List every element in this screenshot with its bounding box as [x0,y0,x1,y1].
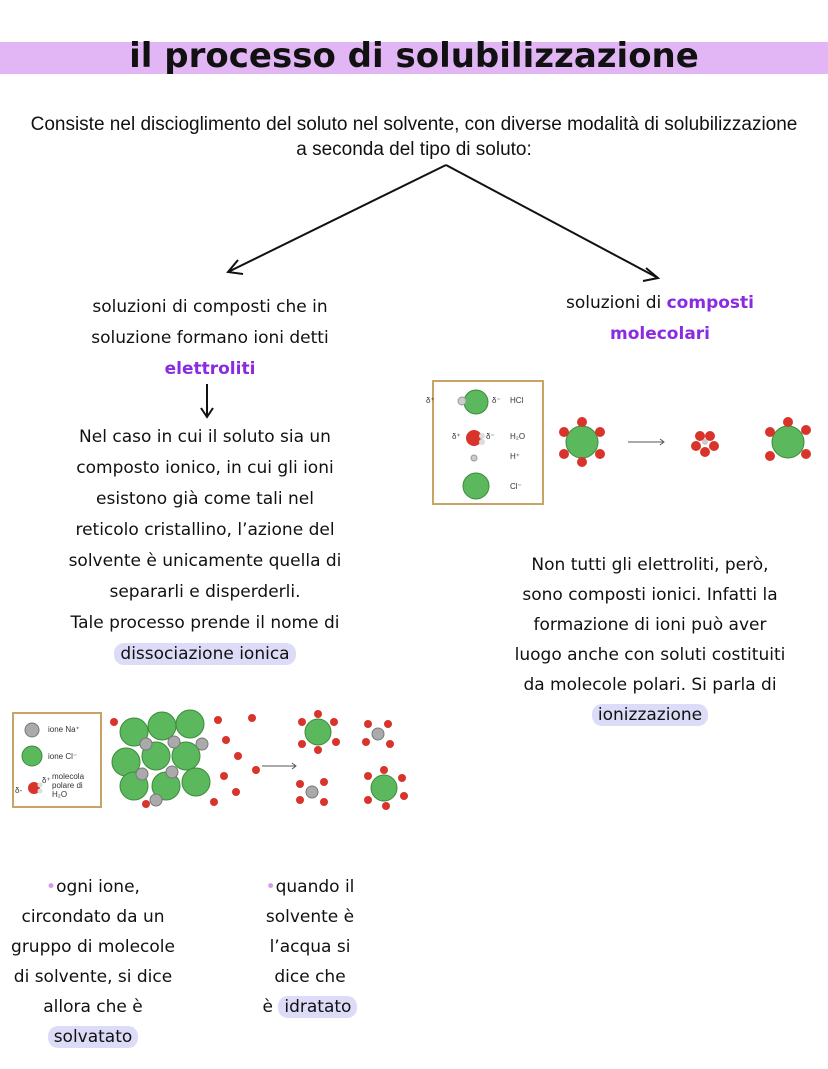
ionization-legend-box: δ⁺ δ⁻ HCl δ⁺ δ⁻ H₂O H⁺ Cl⁻ [426,380,544,505]
legend-dplus-2: δ⁺ [452,432,461,441]
legend-water-line2: polare di [52,781,83,790]
note1-line: gruppo di molecole [11,937,175,957]
left-branch-heading: soluzioni di composti che in soluzione f… [40,292,380,385]
left-paragraph-line: Tale processo prende il nome di [70,613,340,633]
legend-cl: ione Cl⁻ [48,752,78,761]
dissociation-legend-box: ione Na⁺ ione Cl⁻ molecola polare di H₂O… [12,712,102,808]
left-paragraph-line: Nel caso in cui il soluto sia un [79,427,331,447]
idratato-term: idratato [278,996,358,1018]
right-paragraph-line: formazione di ioni può aver [533,615,767,635]
note2-line: quando il [275,877,355,897]
ionization-legend-graphic [457,389,490,500]
legend-water-line3: H₂O [52,790,68,799]
legend-hcl: HCl [510,396,524,405]
dissociazione-term: dissociazione ionica [114,643,296,665]
left-branch-line2: soluzione formano ioni detti [91,328,329,348]
legend-delta-minus: δ- [15,786,23,795]
dissociation-legend-graphic [21,722,43,794]
left-paragraph-line: esistono già come tali nel [96,489,314,509]
legend-cl-minus: Cl⁻ [510,482,522,491]
legend-h-plus: H⁺ [510,452,520,461]
left-paragraph: Nel caso in cui il soluto sia un compost… [30,422,380,670]
note2-line: solvente è [265,907,355,927]
intro-text: Consiste nel discioglimento del soluto n… [30,114,798,160]
note-solvatato: •ogni ione, circondato da un gruppo di m… [0,872,186,1052]
page-title: il processo di solubilizzazione [129,36,699,76]
legend-h2o: H₂O [510,432,526,441]
right-paragraph-line: Non tutti gli elettroliti, però, [531,555,769,575]
right-paragraph: Non tutti gli elettroliti, però, sono co… [490,550,810,730]
legend-delta-plus: δ⁺ [42,776,51,785]
legend-na: ione Na⁺ [48,725,80,734]
legend-dminus-1: δ⁻ [492,396,501,405]
left-paragraph-line: solvente è unicamente quella di [68,551,342,571]
right-paragraph-line: luogo anche con soluti costituiti [514,645,786,665]
note1-line: ogni ione, [56,877,140,897]
left-paragraph-line: separarli e disperderli. [109,582,301,602]
left-paragraph-line: composto ionico, in cui gli ioni [76,458,334,478]
bullet-icon: • [265,877,276,897]
branch-arrows [200,164,661,419]
note1-line: di solvente, si dice [13,967,173,987]
title-band [0,42,828,74]
ionizzazione-term: ionizzazione [591,704,709,726]
left-branch-highlight: elettroliti [164,359,256,379]
bullet-icon: • [46,877,57,897]
legend-water-line1: molecola [52,772,85,781]
note1-line: allora che è [43,997,143,1017]
right-branch-highlight2: molecolari [609,324,711,344]
right-branch-highlight1: composti [666,293,754,313]
note2-prefix: è [262,997,273,1017]
right-branch-heading: soluzioni di composti molecolari [520,288,800,350]
right-paragraph-line: da molecole polari. Si parla di [523,675,777,695]
note2-line: l’acqua si [269,937,351,957]
left-paragraph-line: reticolo cristallino, l’azione del [75,520,335,540]
legend-dplus-1: δ⁺ [426,396,435,405]
ionization-illustration [559,417,811,467]
dissociation-illustration [110,709,408,810]
solvatato-term: solvatato [47,1026,139,1048]
legend-dminus-2: δ⁻ [486,432,495,441]
legend-water: molecola polare di H₂O [52,772,84,799]
left-branch-line1: soluzioni di composti che in [92,297,328,317]
right-paragraph-line: sono composti ionici. Infatti la [522,585,778,605]
note2-line: dice che [274,967,346,987]
note-idratato: •quando il solvente è l’acqua si dice ch… [240,872,380,1022]
right-branch-prefix: soluzioni di [565,293,662,313]
note1-line: circondato da un [21,907,165,927]
